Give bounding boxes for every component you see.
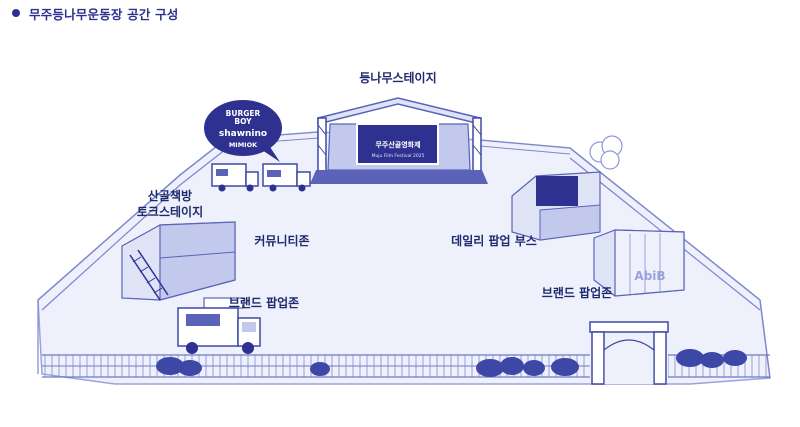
label-brand-popup-left: 브랜드 팝업존 — [229, 295, 299, 310]
fence-left — [37, 138, 227, 374]
bubble-line4: MIMIOK — [229, 141, 258, 149]
food-truck-brands-bubble — [204, 100, 282, 162]
page-header: 무주등나무운동장 공간 구성 — [12, 5, 179, 22]
bubble-line2: BOY — [234, 117, 252, 126]
talk-stage-container — [121, 221, 236, 301]
stage-screen-title: 무주산골영화제 — [375, 140, 420, 149]
label-talk-stage-1: 산골책방 — [148, 188, 192, 203]
main-stage — [310, 97, 488, 184]
container-sign: AbiB — [634, 269, 665, 283]
label-main-stage: 등나무스테이지 — [359, 70, 436, 85]
label-community: 커뮤니티존 — [254, 233, 309, 248]
stage-screen-subtitle: Muju Film Festival 2025 — [372, 153, 425, 159]
bubble-line1: BURGER — [226, 109, 261, 118]
stage-screen — [356, 123, 439, 165]
food-truck-1 — [211, 163, 259, 192]
front-gate — [589, 321, 669, 385]
bubble-line3: shawnino — [219, 129, 267, 139]
label-talk-stage-2: 토크스테이지 — [137, 204, 203, 219]
label-brand-popup-right: 브랜드 팝업존 — [542, 285, 612, 300]
food-truck-2 — [262, 163, 311, 192]
daily-popup-booths — [511, 171, 601, 241]
trees — [589, 135, 623, 170]
brand-popup-truck — [177, 297, 261, 354]
bullet-dot-icon — [12, 9, 20, 17]
label-daily-popup: 데일리 팝업 부스 — [451, 233, 537, 248]
bushes — [156, 349, 747, 377]
page-title: 무주등나무운동장 공간 구성 — [29, 6, 179, 22]
brand-popup-container-right — [593, 229, 685, 297]
